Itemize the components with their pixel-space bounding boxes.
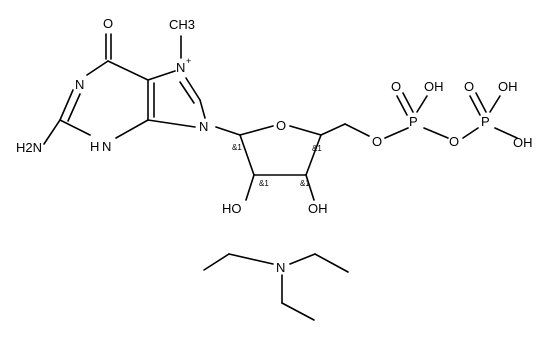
triethylamine-bonds (203, 253, 349, 321)
atom-p1-hydroxyl: OH (424, 79, 444, 94)
ribose-bonds (215, 123, 370, 201)
stereo-label-c2: &1 (259, 179, 269, 188)
atom-2-hydroxyl: HO (222, 201, 242, 216)
atom-n9: N (199, 119, 208, 134)
atom-amine-nitrogen: N (276, 260, 285, 275)
atom-o5: O (372, 134, 382, 149)
atom-labels: O CH3 N + N N H2N H N O O O OH P O O OH … (16, 16, 533, 275)
atom-ring-oxygen: O (276, 118, 286, 133)
stereo-label-c4: &1 (312, 144, 322, 153)
n7-positive-charge: + (186, 56, 191, 66)
atom-bridge-oxygen: O (449, 134, 459, 149)
atom-methyl: CH3 (169, 17, 195, 32)
purine-bonds (43, 33, 206, 145)
atom-p1-double-oxygen: O (391, 79, 401, 94)
atom-n3-hydrogen: H (90, 139, 99, 154)
atom-p2-hydroxyl-top: OH (498, 79, 518, 94)
atom-n3: N (102, 139, 111, 154)
atom-carbonyl-oxygen: O (103, 16, 113, 31)
stereo-label-c1: &1 (232, 143, 242, 152)
atom-n7: N (176, 60, 185, 75)
atom-p1: P (409, 114, 418, 129)
atom-3-hydroxyl: OH (308, 201, 328, 216)
atom-amino-nh2: H2N (16, 140, 42, 155)
phosphate-bonds (384, 92, 518, 139)
stereo-labels: &1 &1 &1 &1 (232, 143, 322, 188)
atom-n1: N (75, 77, 84, 92)
atom-p2-hydroxyl-right: OH (513, 135, 533, 150)
atom-p2: P (481, 114, 490, 129)
atom-p2-double-oxygen: O (464, 79, 474, 94)
stereo-label-c3: &1 (300, 179, 310, 188)
